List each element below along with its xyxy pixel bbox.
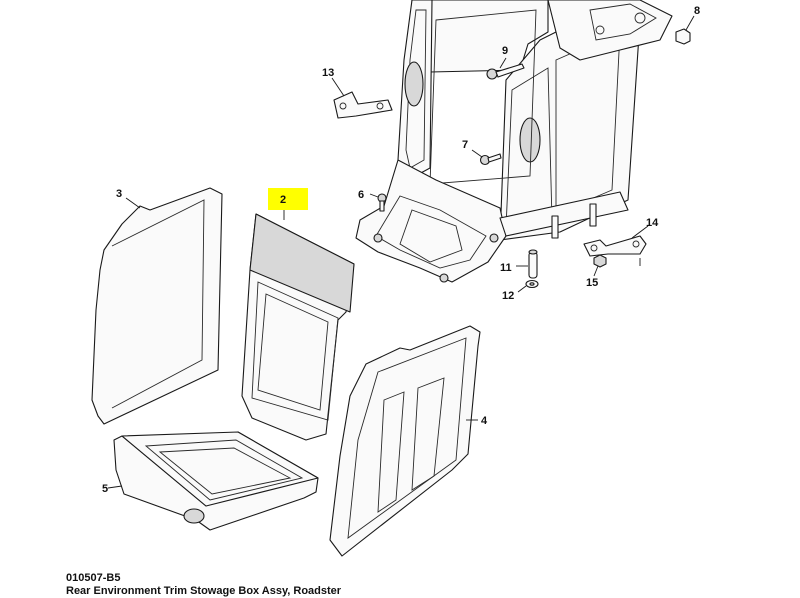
screw-part-7	[471, 149, 502, 166]
screw-part-6	[369, 193, 387, 212]
callout-5: 5	[102, 483, 108, 495]
clip-part-8	[675, 15, 695, 45]
tray-part-5	[107, 431, 319, 531]
bracket-part-13	[331, 77, 393, 119]
pin-part-11	[516, 249, 538, 279]
highlight-box	[268, 188, 308, 210]
bracket-part-14	[583, 225, 649, 266]
callout-3: 3	[116, 188, 122, 200]
callout-9: 9	[502, 45, 508, 57]
callout-7: 7	[462, 139, 468, 151]
callout-8: 8	[694, 5, 700, 17]
callout-6: 6	[358, 189, 364, 201]
nut-part-15	[593, 254, 607, 277]
callout-15: 15	[586, 277, 598, 289]
diagram-code: 010507-B5	[66, 572, 121, 584]
side-panel-part-4	[329, 325, 481, 557]
callout-13: 13	[322, 67, 334, 79]
stowage-box-frame	[355, 0, 673, 283]
callout-4: 4	[481, 415, 488, 427]
callout-14: 14	[646, 217, 659, 229]
panel-part-2	[241, 206, 355, 441]
washer-part-12	[517, 279, 539, 293]
callout-12: 12	[502, 290, 514, 302]
screw-part-9	[486, 57, 525, 80]
callout-2: 2	[280, 194, 286, 206]
callout-11: 11	[500, 262, 512, 274]
diagram-title: Rear Environment Trim Stowage Box Assy, …	[66, 585, 342, 597]
side-panel-part-3	[91, 187, 223, 425]
